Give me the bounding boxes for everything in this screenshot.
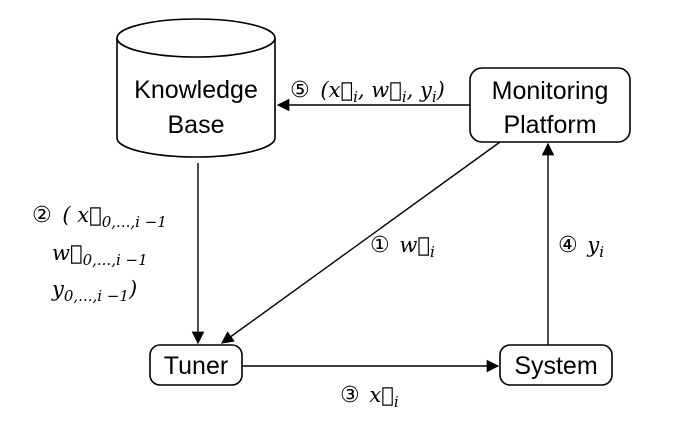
knowledge-base-label-line1: Knowledge [134,76,258,104]
tuner-box [149,344,243,386]
system-node: System [499,344,613,386]
step-2-marker: ② [32,203,52,228]
edge-monitoring-to-tuner [220,141,501,344]
edge-label-4: ④ yi [558,233,604,261]
edge-label-1: ① w⃗i [370,233,435,261]
monitoring-platform-label-line1: Monitoring [492,77,609,105]
tuner-label: Tuner [164,352,228,380]
step-1-marker: ① [370,233,390,258]
system-label: System [514,352,597,380]
knowledge-base-cylinder-body [116,38,276,158]
knowledge-base-label-line2: Base [168,111,225,139]
monitoring-platform-node: Monitoring Platform [469,67,631,143]
tuner-node: Tuner [149,344,243,386]
system-box [499,344,613,386]
step-5-marker: ⑤ [290,78,310,103]
edge-label-2-line2: w⃗0,...,i −1 [52,241,148,269]
edge-label-2-line1: ② ( x⃗0,...,i −1 [32,203,167,231]
step-4-marker: ④ [558,233,578,258]
edge-label-3: ③ x⃗i [340,383,399,411]
knowledge-base-node: Knowledge Base [116,18,276,158]
edge-label-5: ⑤ (x⃗i, w⃗i, yi) [290,78,445,106]
knowledge-base-cylinder-top [116,18,276,58]
edge-label-2-line3: y0,...,i −1) [51,277,137,305]
edge-label-5-x: (x⃗ [320,78,353,102]
monitoring-platform-label-line2: Platform [503,111,596,139]
step-3-marker: ③ [340,383,360,408]
